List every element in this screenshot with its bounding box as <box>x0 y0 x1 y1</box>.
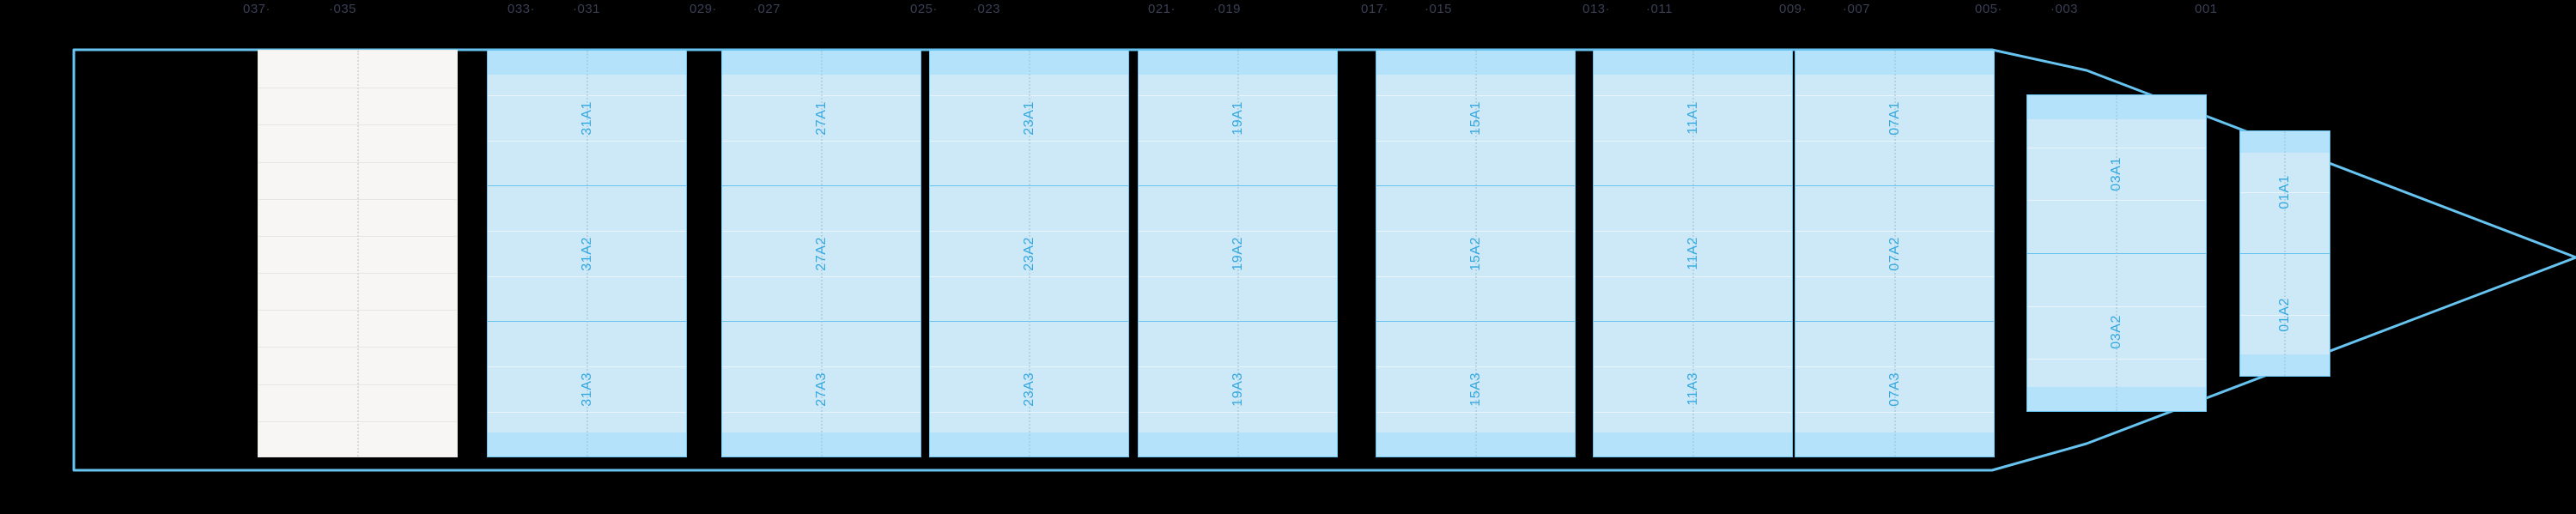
bay-tier-label: 19A3 <box>1230 372 1245 407</box>
bay-tier-label: 03A2 <box>2109 315 2123 350</box>
ruler-tick: ·031 <box>573 2 601 16</box>
centerline-marker <box>2116 95 2117 411</box>
bay-tier-label: 07A2 <box>1886 236 1902 271</box>
bay-number-ruler: 037· ·035 033· ·031 029· ·027 025· ·023 021· ·019… <box>0 0 2576 34</box>
ruler-tick: ·027 <box>753 2 781 16</box>
centerline-marker <box>820 51 823 457</box>
bay-tier-label: 23A2 <box>1021 236 1036 271</box>
centerline-marker <box>1028 51 1030 457</box>
centerline-marker <box>356 51 359 457</box>
centerline-marker <box>586 51 588 457</box>
centerline-marker <box>1474 51 1477 457</box>
ruler-tick: ·015 <box>1425 2 1453 16</box>
bay-block-19A[interactable]: 19A1 19A2 19A3 <box>1138 50 1338 457</box>
ruler-tick: 005· <box>1975 2 2003 16</box>
bay-tier-label: 07A3 <box>1886 372 1902 407</box>
ruler-tick: 001 <box>2195 2 2218 16</box>
ruler-tick: ·035 <box>329 2 357 16</box>
ruler-tick: ·011 <box>1646 2 1673 16</box>
bay-tier-stack: 07A1 07A2 07A3 <box>1795 51 1994 457</box>
ruler-tick: 017· <box>1361 2 1389 16</box>
bay-block-03A[interactable]: 03A1 03A2 <box>2026 94 2207 412</box>
bay-block-31A[interactable]: 31A1 31A2 31A3 <box>487 50 687 457</box>
bay-tier-label: 31A3 <box>579 372 594 407</box>
bay-tier-label: 19A2 <box>1230 236 1245 271</box>
bay-tier-label: 19A1 <box>1230 100 1245 136</box>
ruler-tick: 029· <box>690 2 718 16</box>
bay-tier-label: 31A1 <box>579 100 594 136</box>
bay-tier-label: 11A1 <box>1685 101 1700 135</box>
centerline-marker <box>1893 51 1896 457</box>
bay-block-01A[interactable]: 01A1 01A2 <box>2239 130 2330 377</box>
bay-tier-stack: 23A1 23A2 23A3 <box>930 51 1128 457</box>
bay-tier-label: 27A1 <box>813 100 829 136</box>
centerline-marker <box>1236 51 1239 457</box>
ruler-tick: ·019 <box>1213 2 1242 16</box>
ruler-tick: 013· <box>1583 2 1611 16</box>
bay-tier-label: 31A2 <box>579 236 594 271</box>
ruler-tick: 021· <box>1148 2 1176 16</box>
bay-block-27A[interactable]: 27A1 27A2 27A3 <box>721 50 921 457</box>
ruler-tick: ·023 <box>973 2 1001 16</box>
bay-tier-label: 15A2 <box>1467 236 1483 271</box>
bay-tier-label: 11A3 <box>1685 372 1700 406</box>
bay-tier-label: 23A1 <box>1021 100 1036 136</box>
ruler-tick: 009· <box>1779 2 1807 16</box>
ruler-tick: 025· <box>910 2 939 16</box>
bay-tier-label: 15A1 <box>1467 100 1483 136</box>
bay-block-07A[interactable]: 07A1 07A2 07A3 <box>1795 50 1995 457</box>
centerline-marker <box>2284 131 2286 376</box>
bay-tier-stack: 15A1 15A2 15A3 <box>1376 51 1575 457</box>
bay-tier-stack: 31A1 31A2 31A3 <box>488 51 686 457</box>
bay-tier-label: 01A2 <box>2277 298 2292 332</box>
bay-tier-label: 27A2 <box>813 236 829 271</box>
bay-tier-01A2[interactable]: 01A2 <box>2240 254 2330 376</box>
bay-tier-stack: 27A1 27A2 27A3 <box>722 51 920 457</box>
bay-block-15A[interactable]: 15A1 15A2 15A3 <box>1376 50 1576 457</box>
bay-tier-label: 01A1 <box>2277 175 2292 209</box>
ruler-tick: ·007 <box>1843 2 1871 16</box>
bay-tier-label: 27A3 <box>813 372 829 407</box>
bay-tier-label: 11A2 <box>1685 237 1700 270</box>
ruler-tick: ·003 <box>2050 2 2079 16</box>
ruler-tick: 033· <box>507 2 536 16</box>
bay-tier-label: 03A1 <box>2109 156 2123 191</box>
bay-tier-label: 23A3 <box>1021 372 1036 407</box>
ruler-tick: 037· <box>243 2 271 16</box>
pale-stack-block[interactable] <box>258 50 458 457</box>
bay-tier-stack: 11A1 11A2 11A3 <box>1594 51 1792 457</box>
bay-block-11A[interactable]: 11A1 11A2 11A3 <box>1593 50 1793 457</box>
bay-tier-label: 07A1 <box>1886 100 1902 136</box>
bay-block-23A[interactable]: 23A1 23A2 23A3 <box>929 50 1129 457</box>
bay-tier-stack: 19A1 19A2 19A3 <box>1139 51 1337 457</box>
bay-tier-label: 15A3 <box>1467 372 1483 407</box>
centerline-marker <box>1692 51 1694 457</box>
